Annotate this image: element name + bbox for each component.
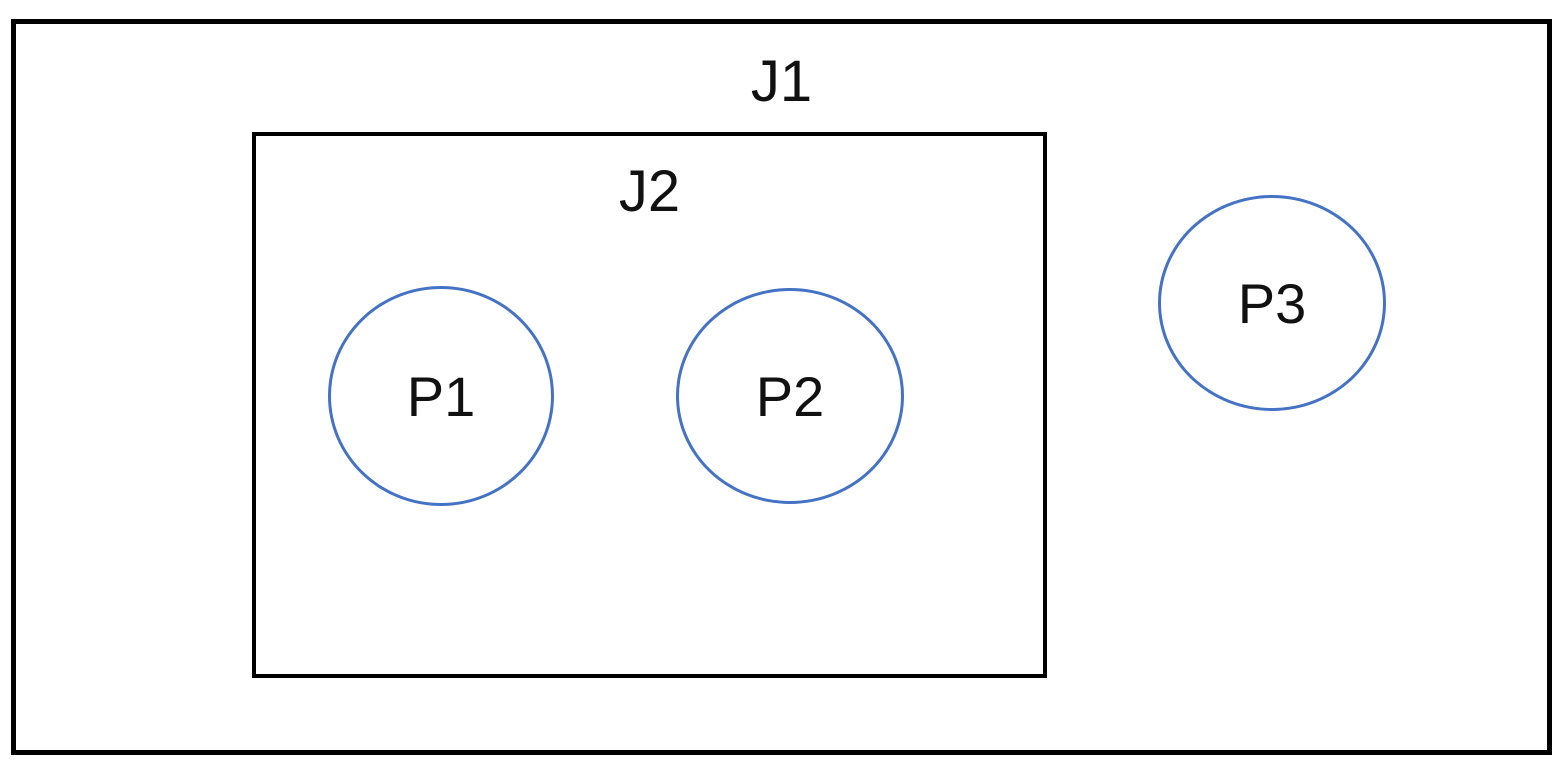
circle-p2: P2 — [676, 288, 904, 504]
circle-p2-label: P2 — [755, 364, 825, 428]
circle-p3: P3 — [1158, 195, 1386, 411]
inner-box-j2: J2 P1 P2 — [252, 132, 1047, 678]
circle-p1: P1 — [328, 286, 554, 506]
circle-p3-label: P3 — [1237, 271, 1307, 335]
circle-p1-label: P1 — [406, 364, 476, 428]
outer-box-label: J1 — [750, 49, 813, 114]
inner-box-label: J2 — [618, 159, 681, 224]
outer-box-j1: J1 J2 P1 P2 P3 — [11, 19, 1552, 755]
